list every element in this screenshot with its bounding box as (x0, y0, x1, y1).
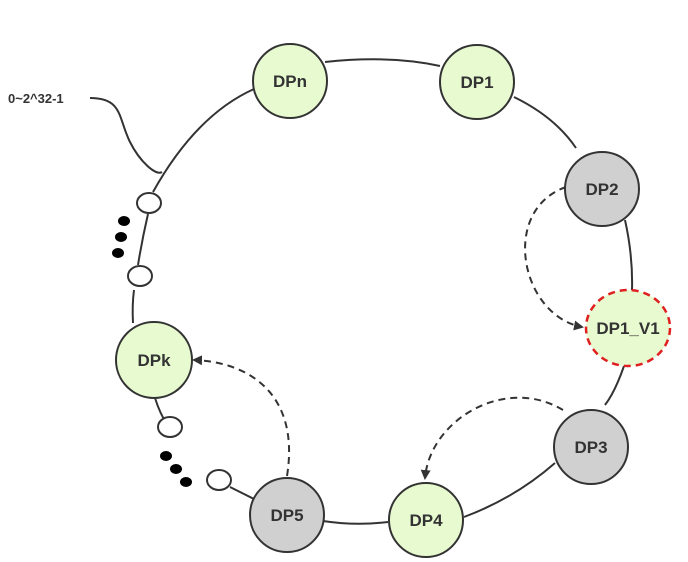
node-dpn: DPn (252, 43, 328, 119)
node-circle (584, 288, 672, 368)
node-circle (388, 482, 464, 558)
ring-segment-dpk-small (131, 289, 135, 324)
node-circle (439, 44, 515, 120)
node-dpk: DPk (115, 321, 193, 399)
ring-segment-dp1-dp2 (513, 96, 577, 149)
ellipsis-dot (118, 216, 130, 226)
node-circle (115, 321, 193, 399)
arrow-dp2-to-dp1v1 (524, 186, 584, 331)
node-label: DP2 (585, 180, 618, 199)
ellipsis-dot (180, 477, 192, 487)
node-dp5: DP5 (249, 477, 325, 553)
range-connector (89, 97, 163, 174)
node-label: DPk (137, 351, 171, 370)
hash-ring (131, 58, 634, 525)
arrow-dp5-to-dpk (192, 355, 290, 477)
node-dp1: DP1 (439, 44, 515, 120)
node-dp1-v1: DP1_V1 (584, 288, 672, 368)
ring-segment-dp5-small (229, 486, 257, 501)
node-label: DPn (273, 72, 307, 91)
ellipsis-dot (160, 451, 172, 461)
node-circle (249, 477, 325, 553)
node-dp2: DP2 (564, 151, 640, 227)
ring-segment-dpn-dp1 (324, 58, 441, 67)
ellipsis-dot (170, 464, 182, 474)
arrow-dp3-to-dp4 (420, 396, 564, 480)
empty-slot (127, 265, 153, 287)
node-dp4: DP4 (388, 482, 464, 558)
empty-slot (136, 192, 162, 214)
ring-segment-dp4-dp5 (322, 520, 389, 525)
node-circle (553, 409, 629, 485)
node-label: DP1_V1 (596, 319, 659, 338)
empty-slot (206, 469, 232, 491)
node-label: DP3 (574, 438, 607, 457)
node-label: DP1 (460, 73, 493, 92)
ring-segment-dp3-dp4 (463, 462, 556, 518)
node-label: DP4 (409, 511, 443, 530)
node-label: DP5 (270, 506, 303, 525)
range-label: 0~2^32-1 (8, 91, 64, 106)
node-circle (252, 43, 328, 119)
ring-segment-dp1v1-dp3 (604, 365, 625, 406)
ellipsis-dots (112, 216, 192, 487)
migration-arrows (192, 186, 584, 480)
empty-slots (127, 192, 232, 491)
node-dp3: DP3 (553, 409, 629, 485)
ring-segment-small-dpn (152, 88, 255, 193)
empty-slot (157, 416, 183, 438)
node-circle (564, 151, 640, 227)
ring-segment-small-small (137, 213, 149, 266)
ellipsis-dot (115, 232, 127, 242)
ellipsis-dot (112, 248, 124, 258)
ring-segment-dp2-dp1v1 (624, 219, 634, 291)
